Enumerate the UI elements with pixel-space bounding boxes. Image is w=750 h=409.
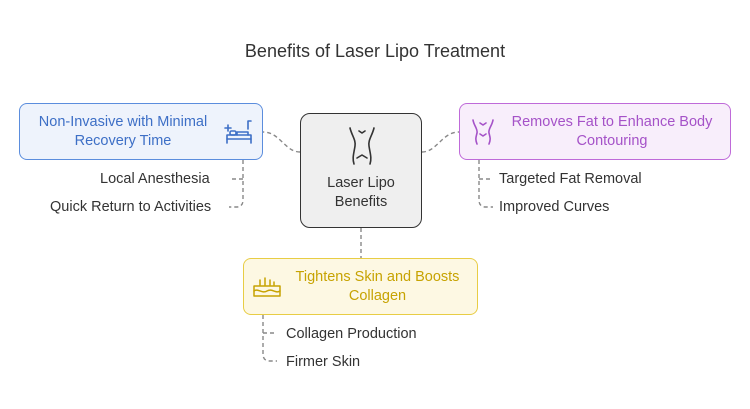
- leaf-firmer-skin: Firmer Skin: [286, 354, 361, 370]
- branch-tightens-skin-label: Tightens Skin and Boosts Collagen: [295, 268, 460, 304]
- connector-right-items: [478, 160, 493, 208]
- leaf-collagen-production: Collagen Production: [286, 326, 417, 342]
- branch-non-invasive-label: Non-Invasive with Minimal Recovery Time: [38, 113, 208, 149]
- waist-icon: [349, 127, 375, 165]
- diagram-title: Benefits of Laser Lipo Treatment: [244, 41, 506, 61]
- leaf-quick-return: Quick Return to Activities: [50, 199, 212, 215]
- connector-center-right: [421, 131, 460, 153]
- leaf-targeted-fat-removal: Targeted Fat Removal: [499, 171, 642, 187]
- connector-bottom-items: [262, 315, 277, 362]
- hospital-bed-icon: [224, 119, 252, 144]
- branch-non-invasive: Non-Invasive with Minimal Recovery Time: [19, 103, 263, 160]
- branch-removes-fat: Removes Fat to Enhance Body Contouring: [459, 103, 731, 160]
- branch-removes-fat-label: Removes Fat to Enhance Body Contouring: [511, 113, 713, 149]
- body-contour-icon: [472, 118, 494, 145]
- connector-left-items: [229, 160, 244, 208]
- connector-center-left: [262, 131, 301, 153]
- center-node: Laser Lipo Benefits: [300, 113, 422, 228]
- branch-tightens-skin: Tightens Skin and Boosts Collagen: [243, 258, 478, 315]
- leaf-local-anesthesia: Local Anesthesia: [100, 171, 210, 187]
- center-node-label: Laser Lipo Benefits: [327, 175, 395, 210]
- skin-layers-icon: [253, 276, 281, 297]
- leaf-improved-curves: Improved Curves: [499, 199, 610, 215]
